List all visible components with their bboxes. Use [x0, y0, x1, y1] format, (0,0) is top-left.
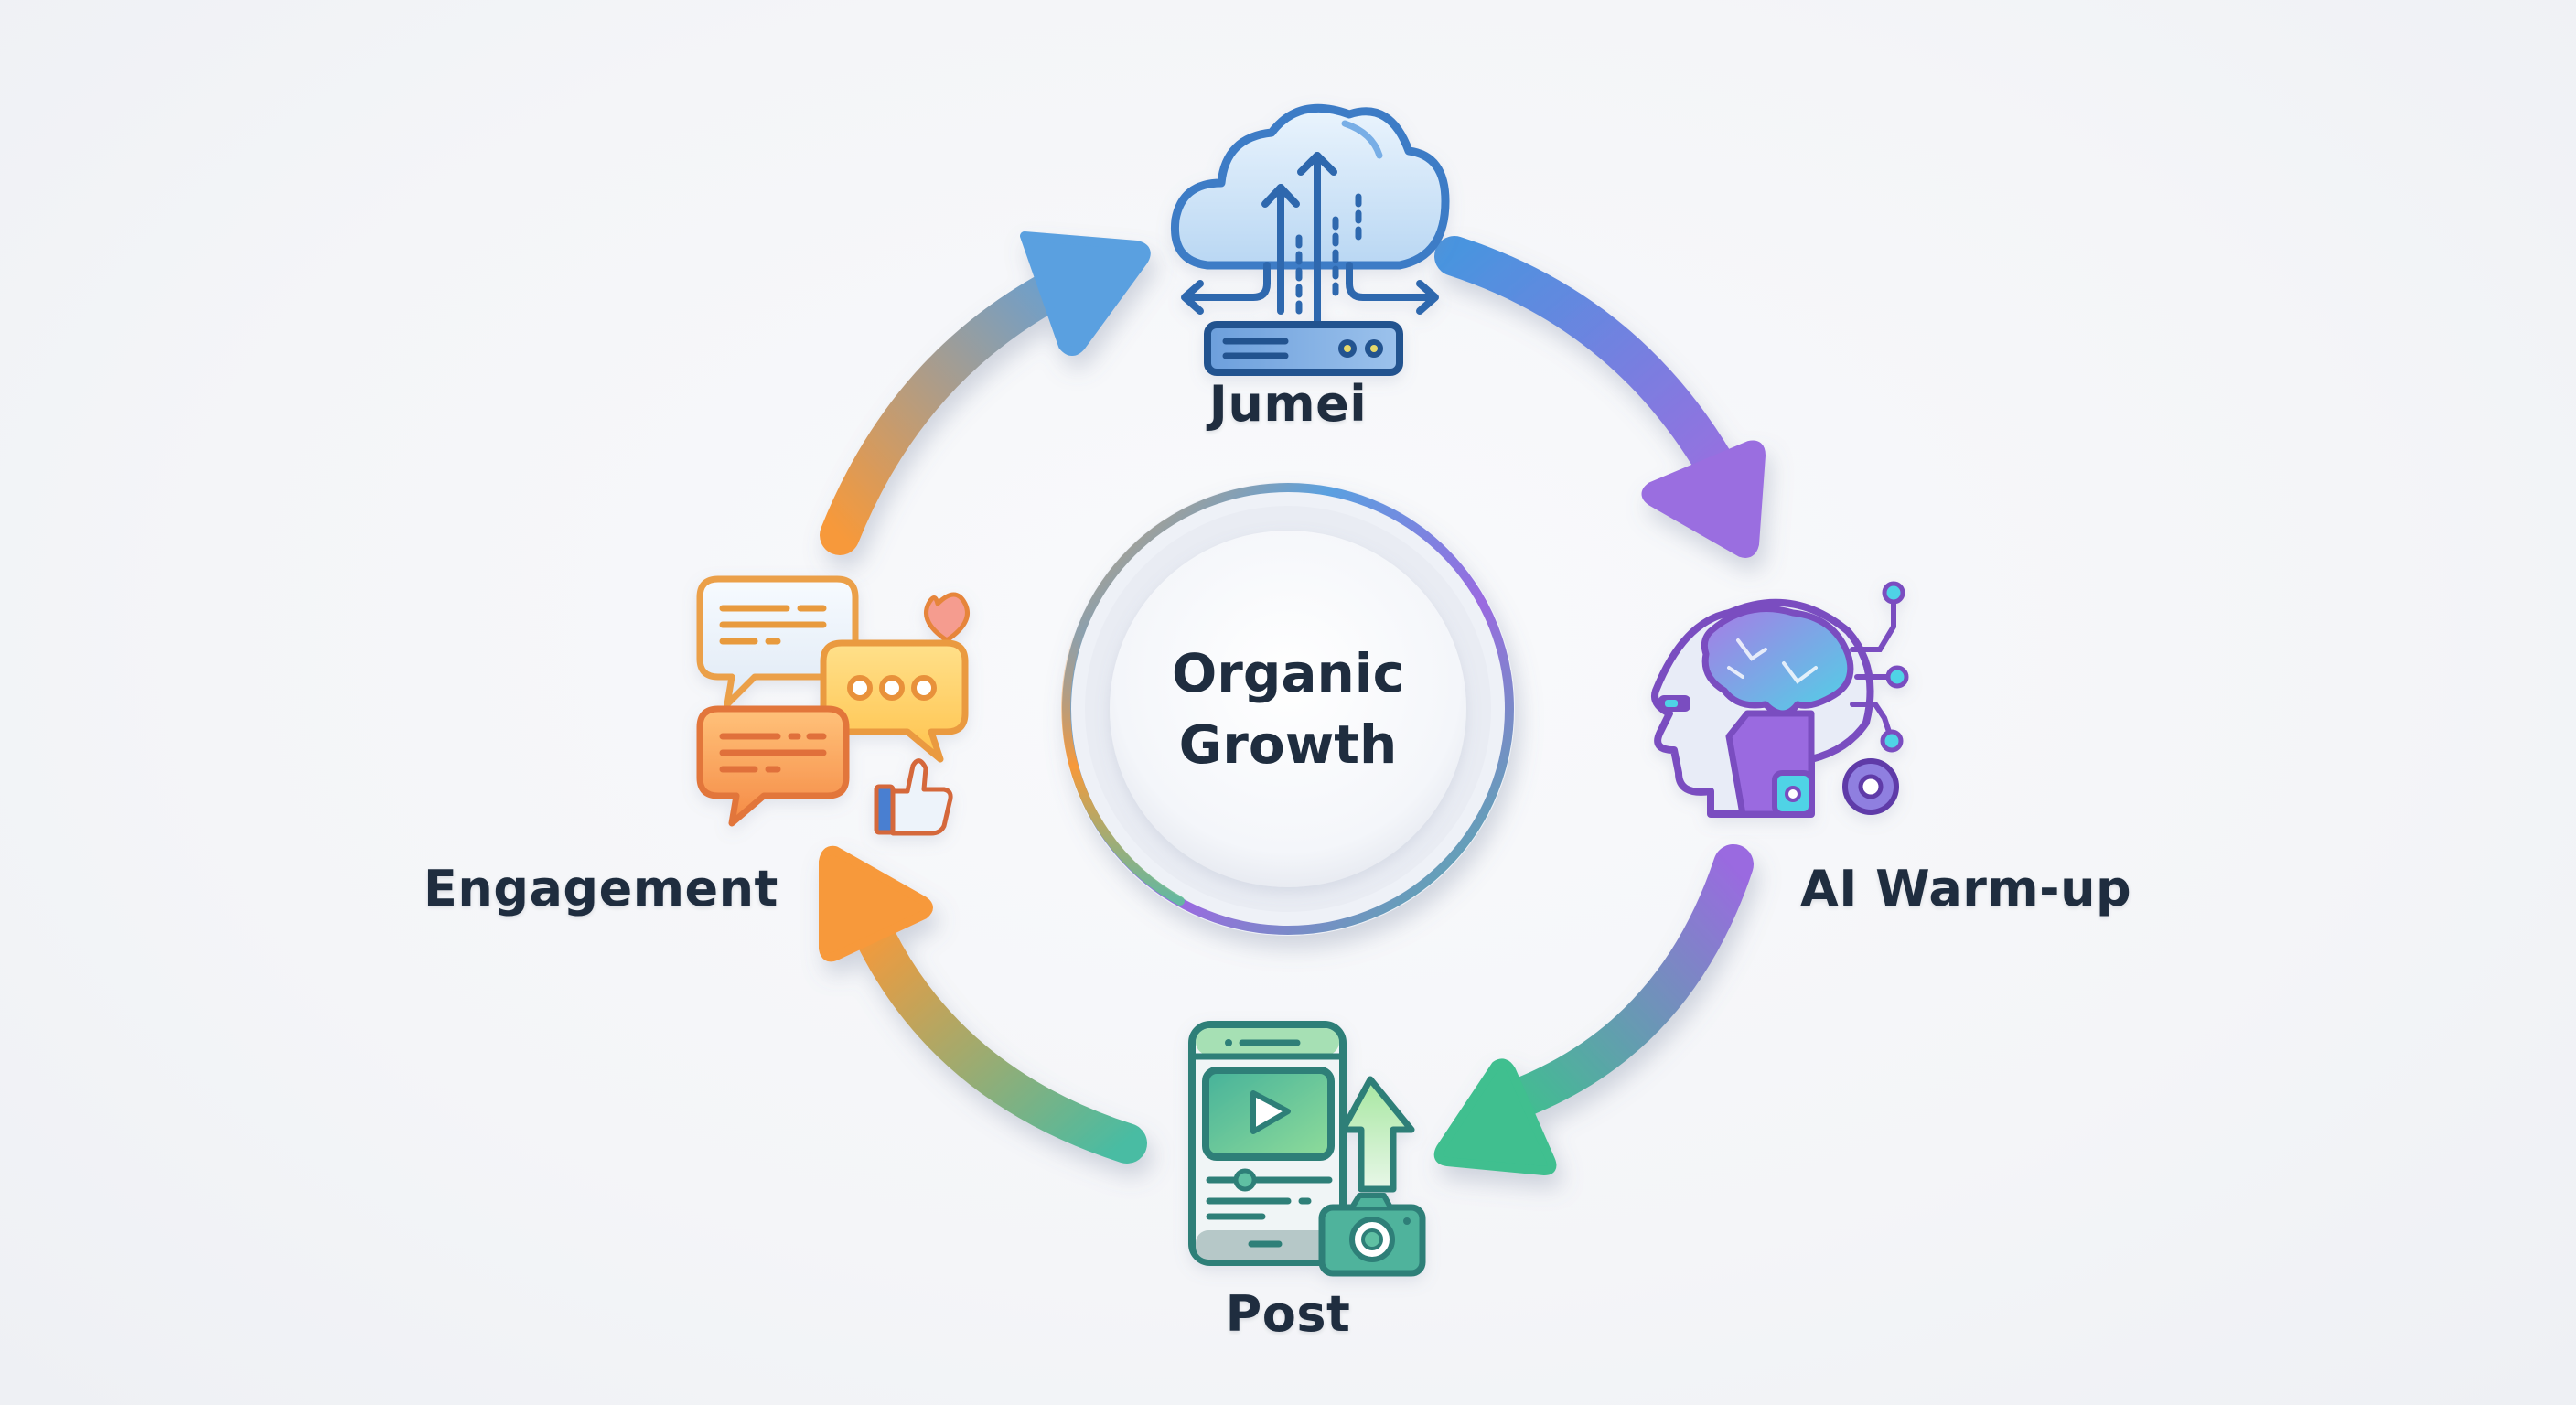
arrow-post-to-engagement: [819, 845, 1147, 1164]
arrow-engagement-to-jumei: [820, 231, 1151, 555]
chat-bubbles-icon: [696, 575, 970, 836]
step-label-post: Post: [1225, 1285, 1351, 1343]
center-title: Organic Growth: [1172, 638, 1404, 780]
step-label-ai-warmup: AI Warm-up: [1800, 860, 2132, 917]
center-title-line2: Growth: [1178, 713, 1398, 776]
ai-brain-head-icon: [1651, 581, 1909, 818]
arrow-ai-warmup-to-post: [1433, 844, 1754, 1175]
arrow-jumei-to-ai-warmup: [1434, 236, 1766, 558]
center-hub: [1061, 482, 1515, 936]
cloud-server-icon: [1170, 103, 1450, 376]
step-label-jumei: Jumei: [1208, 375, 1368, 433]
step-label-engagement: Engagement: [424, 860, 778, 917]
center-title-line1: Organic: [1171, 642, 1405, 704]
mobile-video-post-icon: [1188, 1021, 1426, 1277]
